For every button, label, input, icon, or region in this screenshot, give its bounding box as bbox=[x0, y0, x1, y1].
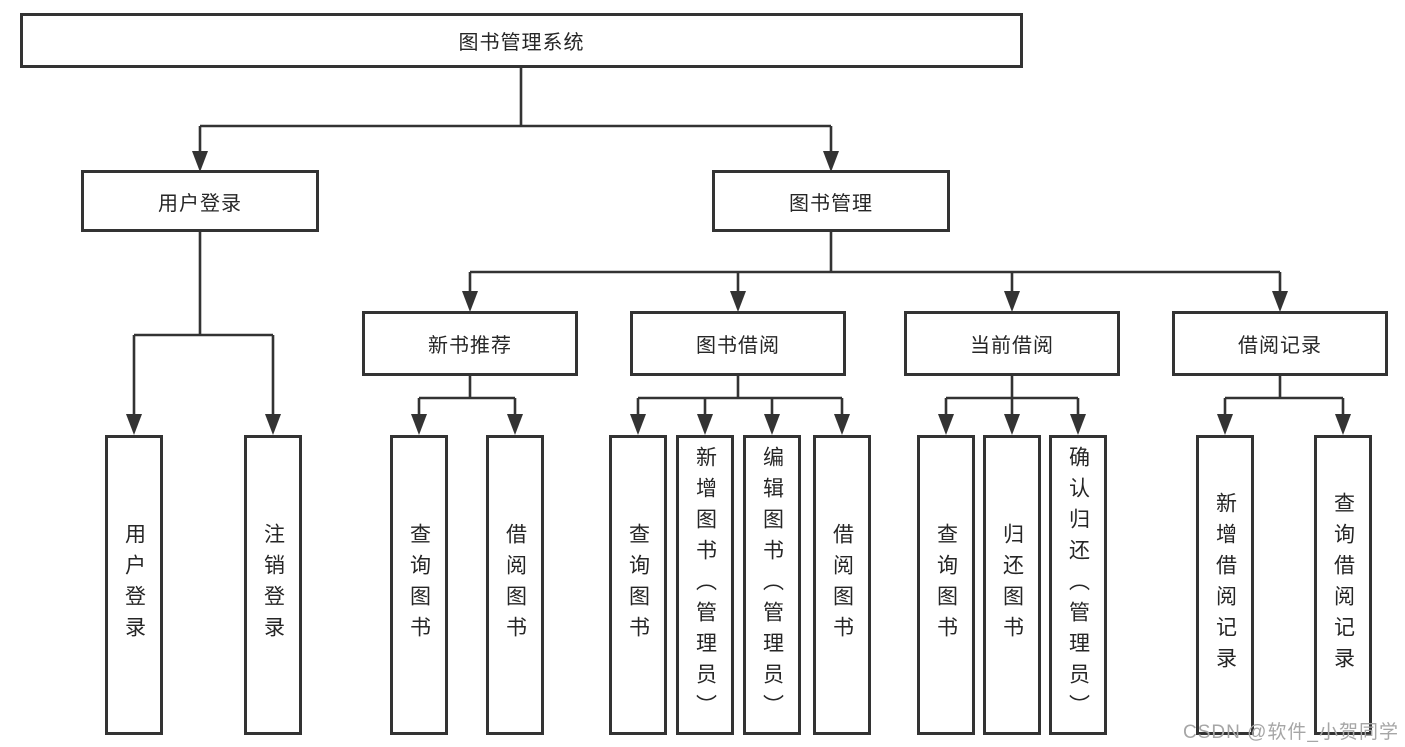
leaf-edit-books-admin: 编辑图书（管理员） bbox=[743, 435, 801, 735]
leaf-confirm-return-admin: 确认归还（管理员） bbox=[1049, 435, 1107, 735]
node-root-book-management-system: 图书管理系统 bbox=[20, 13, 1023, 68]
leaf-logout: 注销登录 bbox=[244, 435, 302, 735]
leaf-borrow-books: 借阅图书 bbox=[813, 435, 871, 735]
node-user-login: 用户登录 bbox=[81, 170, 319, 232]
node-book-management: 图书管理 bbox=[712, 170, 950, 232]
leaf-query-books-current: 查询图书 bbox=[917, 435, 975, 735]
leaf-add-borrow-record: 新增借阅记录 bbox=[1196, 435, 1254, 735]
node-book-borrowing: 图书借阅 bbox=[630, 311, 846, 376]
leaf-query-borrow-record: 查询借阅记录 bbox=[1314, 435, 1372, 735]
leaf-return-books: 归还图书 bbox=[983, 435, 1041, 735]
node-borrowing-records: 借阅记录 bbox=[1172, 311, 1388, 376]
leaf-borrow-books-recommend: 借阅图书 bbox=[486, 435, 544, 735]
leaf-user-login: 用户登录 bbox=[105, 435, 163, 735]
node-current-borrowing: 当前借阅 bbox=[904, 311, 1120, 376]
leaf-add-books-admin: 新增图书（管理员） bbox=[676, 435, 734, 735]
csdn-watermark: CSDN @软件_小贺同学 bbox=[1183, 722, 1399, 743]
leaf-query-books-borrow: 查询图书 bbox=[609, 435, 667, 735]
node-new-book-recommendation: 新书推荐 bbox=[362, 311, 578, 376]
leaf-query-books-recommend: 查询图书 bbox=[390, 435, 448, 735]
